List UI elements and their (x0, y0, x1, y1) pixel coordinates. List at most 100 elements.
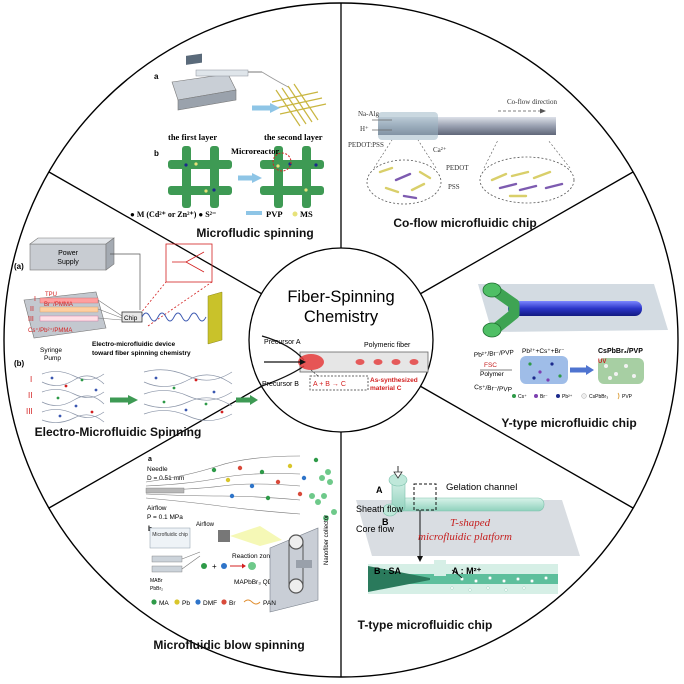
zoom-left (366, 159, 442, 205)
blow-leg-ma: MA (159, 600, 169, 607)
blow-needle-tip (145, 487, 185, 494)
electro-br-pmma: Br⁻/PMMA (44, 302, 73, 308)
center-title-line2: Chemistry (304, 308, 379, 326)
t-chip-base (356, 500, 580, 556)
blow-legend: MA Pb DMF Br PAN (151, 599, 276, 607)
blow-leg-br: Br (229, 600, 236, 607)
y-legend: Cs⁺ Br⁻ Pb²⁺ CsPbBr₃ PVP (512, 392, 633, 400)
electro-dots-right (154, 376, 224, 414)
second-layer-label: the second layer (264, 132, 323, 142)
reaction-equation: A + B → C (313, 381, 346, 388)
t-label-b: B (382, 517, 389, 527)
ms-dot (292, 211, 298, 217)
center-title-line1: Fiber-Spinning (287, 288, 394, 306)
blow-reaction-zone-shape (230, 526, 282, 546)
blow-syringes (151, 551, 201, 573)
pvp-label: PVP (266, 209, 283, 219)
electro-chip-label: Chip (124, 315, 138, 322)
blow-product: MAPbBr₃ QD (234, 579, 273, 586)
blow-crystal-clusters (309, 469, 337, 521)
blow-collector-label: Nanofiber collector (324, 515, 330, 565)
y-leg-pvp: PVP (622, 394, 633, 400)
blow-particles (211, 457, 319, 501)
hash-grid-left (168, 146, 232, 208)
y-mix-label: Pb²⁺+Cs⁺+Br⁻ (522, 348, 565, 355)
center-circle (248, 247, 434, 433)
hash-grid-dots (184, 162, 318, 193)
precursor-a-label: Precursor A (264, 339, 301, 346)
electro-power-line1: Power (58, 250, 79, 257)
y-mix-tube (520, 356, 568, 384)
ms-legend: ● M (Cd²⁺ or Zn²⁺) ● S²⁻ (130, 210, 216, 219)
title-ttype: T-type microfluidic chip (358, 618, 493, 632)
y-product-label: CsPbBr₃/PVP (598, 348, 643, 355)
y-product-dots (604, 364, 636, 380)
blow-needle-d: D = 0.51 mm (147, 475, 184, 482)
segment-electro: (a) Power Supply TPU B (14, 237, 258, 439)
coflow-direction-label: Co-flow direction (507, 98, 557, 106)
electro-fiber-coil (141, 312, 207, 322)
svg-text:+: + (212, 562, 217, 571)
t-a-m-label: A : M²⁺ (452, 566, 482, 576)
electro-syringe-pump (23, 291, 123, 339)
blow-needle: Needle (147, 466, 168, 473)
h-plus-label: H⁺ (360, 125, 369, 133)
blow-reaction-zone: Reaction zone (232, 553, 274, 560)
segment-dividers (48, 3, 634, 677)
segment-coflow: Na-Alg H⁺ PEDOT:PSS Ca²⁺ Co-flow directi… (348, 98, 575, 230)
polymeric-fiber-label: Polymeric fiber (364, 342, 411, 349)
y-polymer: Polymer (480, 371, 505, 378)
ca-label: Ca²⁺ (433, 146, 447, 154)
ms-label: MS (300, 209, 313, 219)
electro-roman1-top: I (34, 296, 36, 303)
y-mix-dots (528, 362, 562, 382)
blow-chip-label: Microfluidic chip (152, 532, 188, 538)
y-green-branches (490, 285, 520, 335)
electro-fibers-right (143, 369, 233, 421)
title-ytype: Y-type microfluidic chip (501, 416, 636, 430)
y-fsc: FSC (484, 362, 497, 369)
electro-roman3-top: III (28, 316, 34, 323)
segment-ytype: Pb²⁺/Br⁻/PVP FSC Polymer Cs⁺/Br⁻/PVP Pb²… (474, 282, 668, 430)
t-zoomed-channel (368, 560, 558, 594)
blow-mabr: MABr (150, 578, 163, 584)
polymer-rods-right (490, 170, 564, 198)
pedot-pss-label: PEDOT:PSS (348, 141, 384, 149)
t-core-flow: Core flow (356, 524, 395, 534)
blow-nozzle (218, 530, 230, 542)
microreactor-highlight (272, 152, 292, 172)
title-electro: Electro-Microfluidic Spinning (35, 425, 202, 439)
electro-fibers-left (41, 371, 105, 423)
title-coflow: Co-flow microfluidic chip (393, 216, 536, 230)
y-blue-channel (508, 301, 642, 316)
t-label-a: A (376, 485, 383, 495)
blow-leg-dmf: DMF (203, 600, 217, 607)
title-microfluidic-spinning: Microfludic spinning (196, 226, 313, 240)
electro-collector-plate (207, 291, 223, 345)
electro-dots-left (50, 376, 98, 418)
electro-label-b: (b) (14, 359, 25, 368)
electro-power-line2: Supply (57, 259, 79, 266)
electro-chip-zoom (139, 243, 213, 327)
blow-chip-box (149, 527, 191, 549)
zoom-right (479, 156, 575, 204)
blow-nanofiber-collector (269, 527, 319, 613)
segment-microfluidic-spinning: a the first layer the second layer b (130, 53, 327, 240)
electro-roman2: II (28, 391, 32, 400)
blow-airflow2: Airflow (196, 522, 215, 528)
y-leg-br: Br⁻ (540, 394, 548, 400)
electro-roman3: III (26, 407, 33, 416)
blow-airflow-p: P = 0.1 MPa (147, 514, 183, 521)
center-panel: Fiber-Spinning Chemistry Precursor A Pre… (248, 247, 434, 433)
na-alg-label: Na-Alg (358, 110, 379, 118)
t-platform-line1: T-shaped (450, 517, 491, 529)
electro-device-line1: Electro-microfluidic device (92, 341, 175, 348)
y-input1: Pb²⁺/Br⁻/PVP (474, 349, 514, 359)
blow-leg-pan: PAN (263, 600, 276, 607)
electro-cs-pb-pmma: Cs⁺/Pb²⁺/PMMA (28, 327, 72, 334)
electro-label-a: (a) (14, 262, 24, 271)
polymer-rods-left (378, 166, 432, 200)
label-a: a (154, 72, 159, 81)
second-layer-grid (271, 91, 327, 115)
